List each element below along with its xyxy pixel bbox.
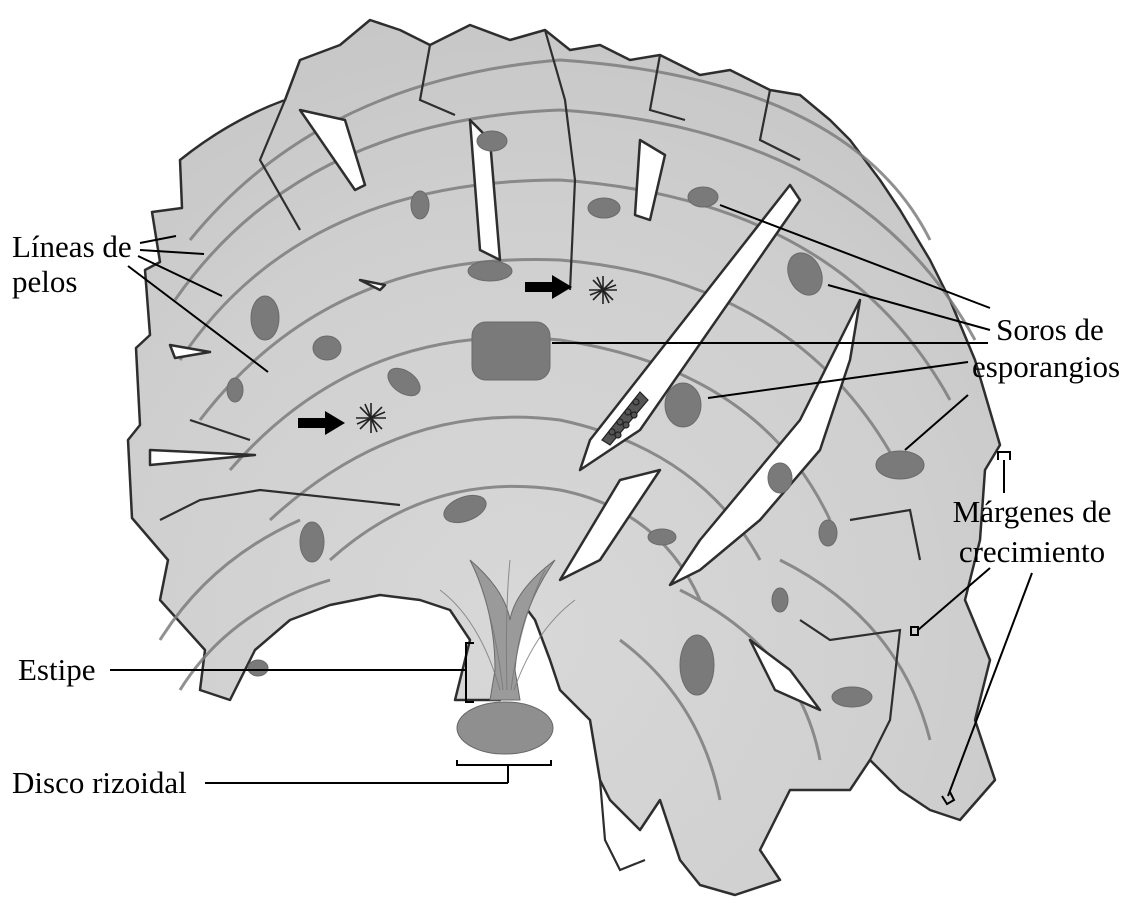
bracket-margen-1 xyxy=(998,452,1010,460)
sorus xyxy=(248,660,268,676)
sorus xyxy=(665,383,701,427)
sorus xyxy=(227,378,243,402)
label-margenes-1: Márgenes de xyxy=(942,496,1122,528)
sorus xyxy=(768,463,792,493)
sorus xyxy=(588,198,620,218)
sorus xyxy=(680,635,714,695)
sorus xyxy=(468,261,512,281)
sorus xyxy=(688,187,718,207)
label-soros-2: esporangios xyxy=(966,351,1126,383)
sorus xyxy=(772,588,788,612)
sorus xyxy=(411,191,429,219)
sorus xyxy=(300,522,324,562)
label-lineas-de-pelos-1: Líneas de xyxy=(12,231,132,263)
thallus-blade xyxy=(128,20,1000,895)
sorus xyxy=(477,131,507,151)
sorus xyxy=(832,687,872,707)
label-soros-1: Soros de xyxy=(980,314,1120,346)
label-disco-rizoidal: Disco rizoidal xyxy=(12,767,187,799)
sorus xyxy=(648,529,676,545)
sorus xyxy=(876,451,924,479)
bracket-disco xyxy=(457,760,551,765)
label-margenes-2: crecimiento xyxy=(942,536,1122,568)
label-lineas-de-pelos-2: pelos xyxy=(12,266,77,298)
sorus xyxy=(819,520,837,546)
sorus-large xyxy=(472,322,550,380)
thallus xyxy=(128,20,1000,895)
sorus xyxy=(251,296,279,340)
sorus xyxy=(313,336,341,360)
hair-tuft-upper xyxy=(589,276,617,304)
rhizoidal-disc xyxy=(457,702,553,754)
hair-tuft-lower xyxy=(356,403,386,433)
label-estipe: Estipe xyxy=(18,654,96,686)
